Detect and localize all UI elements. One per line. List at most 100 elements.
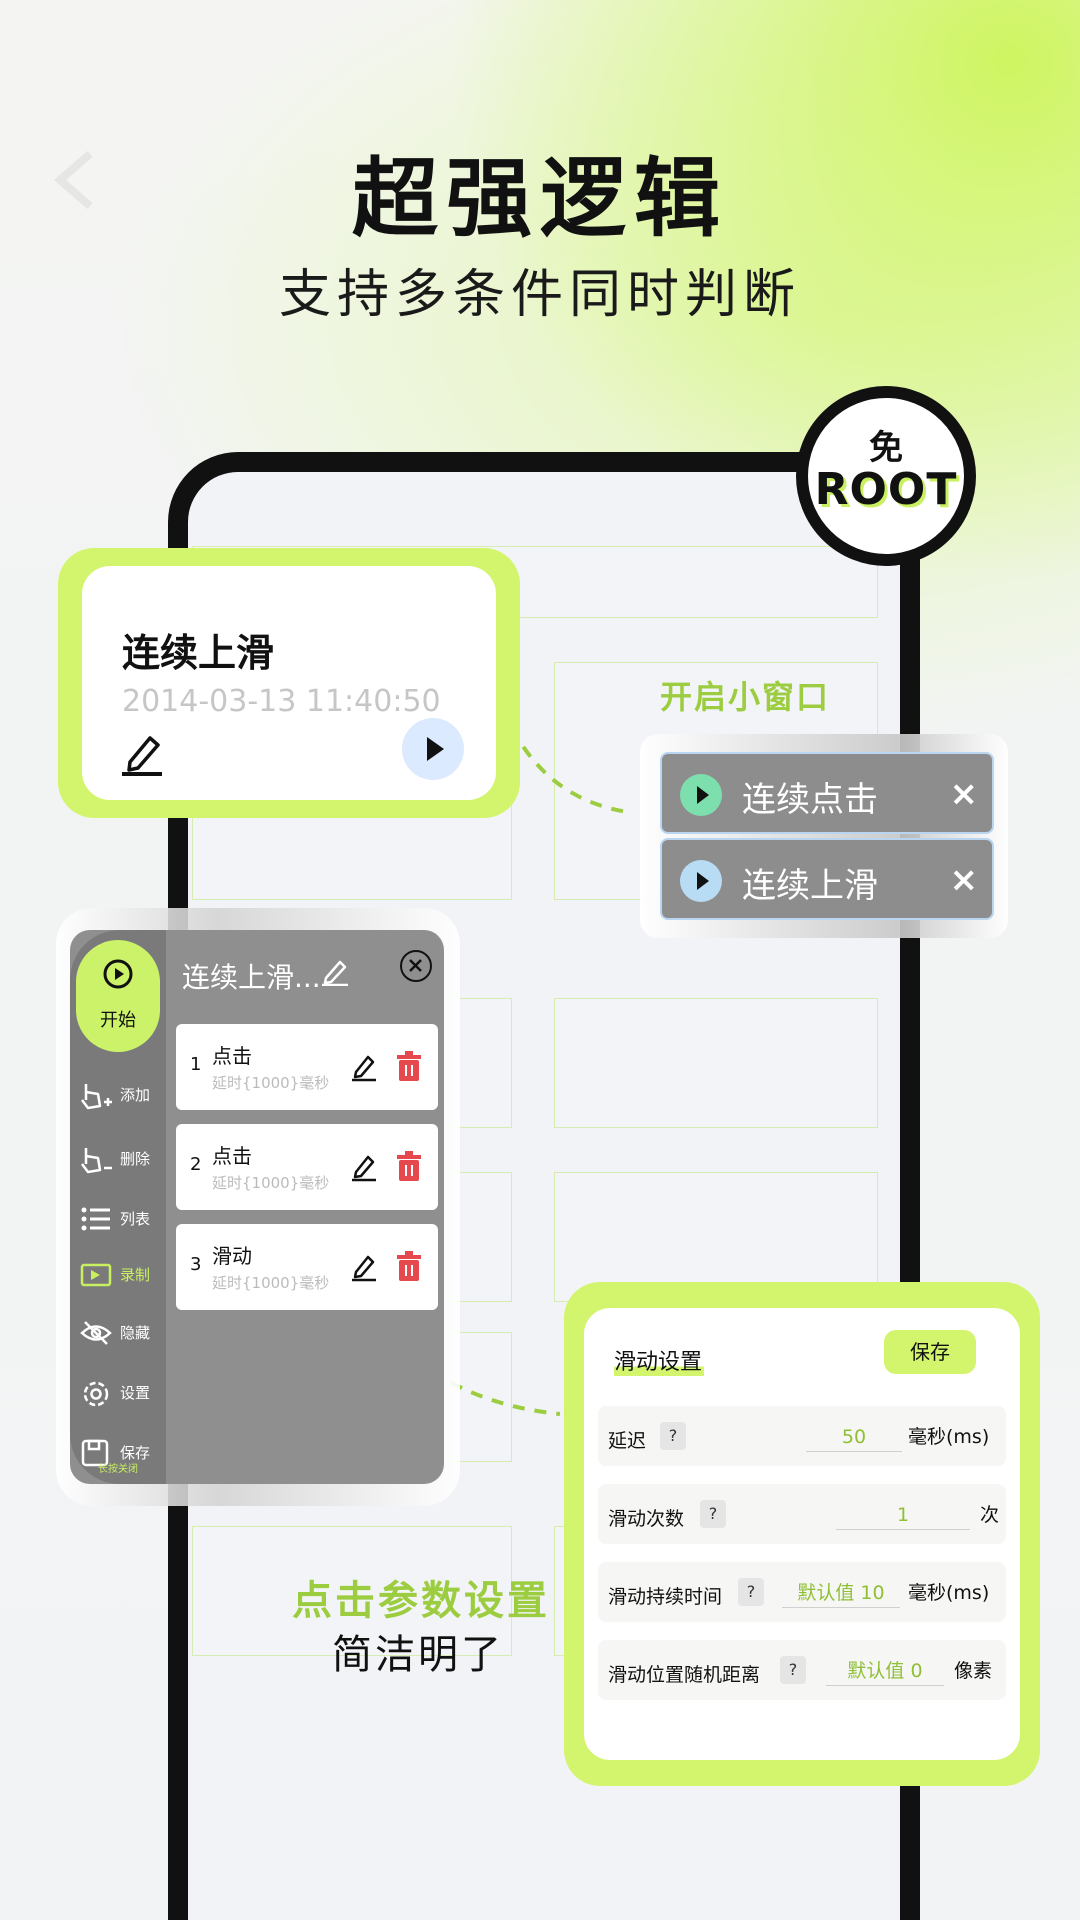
task-card[interactable]: 连续上滑 2014-03-13 11:40:50 bbox=[82, 566, 496, 800]
sidebar-item-add[interactable]: 添加 bbox=[80, 1076, 166, 1116]
floating-toolbar: 开始 添加 删除 bbox=[70, 930, 444, 1484]
close-button[interactable] bbox=[400, 950, 432, 982]
record-icon bbox=[80, 1263, 112, 1287]
list-icon bbox=[81, 1207, 110, 1231]
action-delay: 延时{1000}毫秒 bbox=[212, 1174, 330, 1192]
mini-item-continuous-swipe[interactable]: 连续上滑 × bbox=[660, 838, 994, 920]
mini-item-label: 连续上滑 bbox=[742, 866, 878, 906]
gear-icon bbox=[83, 1381, 109, 1407]
setting-unit: 次 bbox=[980, 1504, 1000, 1526]
slide-settings-panel: 滑动设置 保存 延迟 ? 50 毫秒(ms) 滑动次数 ? 1 次 滑动持续时间… bbox=[584, 1308, 1020, 1760]
badge-line1: 免 bbox=[869, 428, 903, 468]
save-icon bbox=[81, 1439, 109, 1467]
setting-row-swipe-duration: 滑动持续时间 ? 默认值 10 毫秒(ms) bbox=[598, 1562, 1006, 1622]
action-name: 点击 bbox=[212, 1144, 252, 1168]
hand-add-icon bbox=[81, 1084, 112, 1110]
close-icon bbox=[409, 959, 422, 972]
setting-label: 滑动位置随机距离 bbox=[608, 1664, 761, 1686]
setting-label: 延迟 bbox=[608, 1430, 647, 1452]
close-icon[interactable]: × bbox=[949, 774, 979, 814]
click-settings-title: 点击参数设置 bbox=[292, 1578, 550, 1624]
setting-unit: 毫秒(ms) bbox=[908, 1426, 990, 1448]
task-title: 连续上滑 bbox=[122, 631, 275, 675]
setting-label: 滑动持续时间 bbox=[608, 1586, 723, 1608]
hand-remove-icon bbox=[81, 1148, 112, 1174]
swipe-duration-input[interactable]: 默认值 10 bbox=[782, 1578, 900, 1608]
setting-unit: 毫秒(ms) bbox=[908, 1582, 990, 1604]
edit-icon[interactable] bbox=[350, 1152, 378, 1182]
placeholder-box bbox=[554, 998, 878, 1128]
task-datetime: 2014-03-13 11:40:50 bbox=[122, 684, 441, 719]
sidebar-label: 录制 bbox=[120, 1266, 151, 1284]
sidebar-item-save[interactable]: 保存 bbox=[80, 1434, 166, 1474]
long-press-close-hint: 长按关闭 bbox=[98, 1464, 138, 1475]
placeholder-box bbox=[554, 1172, 878, 1302]
mini-window-label: 开启小窗口 bbox=[660, 678, 831, 716]
subheadline: 支持多条件同时判断 bbox=[278, 265, 801, 325]
action-index: 3 bbox=[190, 1254, 202, 1275]
placeholder-box bbox=[192, 1526, 512, 1656]
toolbar-title: 连续上滑... bbox=[182, 961, 321, 994]
trash-icon[interactable] bbox=[396, 1050, 422, 1082]
setting-unit: 像素 bbox=[954, 1660, 993, 1682]
click-settings-subtitle: 简洁明了 bbox=[332, 1632, 504, 1678]
edit-icon[interactable] bbox=[350, 1052, 378, 1082]
trash-icon[interactable] bbox=[396, 1250, 422, 1282]
mini-item-continuous-click[interactable]: 连续点击 × bbox=[660, 752, 994, 834]
sidebar-label: 隐藏 bbox=[120, 1324, 151, 1342]
action-item[interactable]: 2 点击 延时{1000}毫秒 bbox=[176, 1124, 438, 1210]
help-icon[interactable]: ? bbox=[700, 1500, 726, 1528]
no-root-badge: 免 ROOT bbox=[796, 386, 976, 566]
setting-row-random-distance: 滑动位置随机距离 ? 默认值 0 像素 bbox=[598, 1640, 1006, 1700]
trash-icon[interactable] bbox=[396, 1150, 422, 1182]
floating-toolbar-frame: 开始 添加 删除 bbox=[56, 908, 460, 1506]
play-icon bbox=[427, 737, 444, 761]
sidebar-item-list[interactable]: 列表 bbox=[80, 1200, 166, 1240]
sidebar-label: 列表 bbox=[120, 1210, 151, 1228]
action-item[interactable]: 3 滑动 延时{1000}毫秒 bbox=[176, 1224, 438, 1310]
sidebar-item-record[interactable]: 录制 bbox=[80, 1256, 166, 1296]
sidebar-item-delete[interactable]: 删除 bbox=[80, 1140, 166, 1180]
headline: 超强逻辑 bbox=[352, 149, 728, 249]
action-name: 点击 bbox=[212, 1044, 252, 1068]
slide-settings-frame: 滑动设置 保存 延迟 ? 50 毫秒(ms) 滑动次数 ? 1 次 滑动持续时间… bbox=[564, 1282, 1040, 1786]
help-icon[interactable]: ? bbox=[660, 1422, 686, 1450]
slide-settings-title: 滑动设置 bbox=[614, 1344, 705, 1376]
action-delay: 延时{1000}毫秒 bbox=[212, 1274, 330, 1292]
setting-row-swipe-count: 滑动次数 ? 1 次 bbox=[598, 1484, 1006, 1544]
sidebar-item-settings[interactable]: 设置 bbox=[80, 1374, 166, 1414]
save-button[interactable]: 保存 bbox=[884, 1330, 976, 1374]
action-item[interactable]: 1 点击 延时{1000}毫秒 bbox=[176, 1024, 438, 1110]
play-icon[interactable] bbox=[680, 774, 722, 816]
setting-label: 滑动次数 bbox=[608, 1508, 685, 1530]
start-button[interactable]: 开始 bbox=[76, 940, 160, 1052]
play-button[interactable] bbox=[402, 718, 464, 780]
action-delay: 延时{1000}毫秒 bbox=[212, 1074, 330, 1092]
mini-item-label: 连续点击 bbox=[742, 780, 878, 820]
close-icon[interactable]: × bbox=[949, 860, 979, 900]
play-icon[interactable] bbox=[680, 860, 722, 902]
help-icon[interactable]: ? bbox=[780, 1656, 806, 1684]
edit-icon[interactable] bbox=[350, 1252, 378, 1282]
setting-row-delay: 延迟 ? 50 毫秒(ms) bbox=[598, 1406, 1006, 1466]
sidebar-label: 添加 bbox=[120, 1086, 151, 1104]
random-distance-input[interactable]: 默认值 0 bbox=[826, 1656, 944, 1686]
play-circle-icon bbox=[103, 959, 133, 989]
start-label: 开始 bbox=[100, 1010, 136, 1031]
action-name: 滑动 bbox=[212, 1244, 252, 1268]
sidebar-label: 保存 bbox=[120, 1444, 151, 1462]
help-icon[interactable]: ? bbox=[738, 1578, 764, 1606]
edit-icon[interactable] bbox=[320, 956, 350, 986]
task-card-frame: 连续上滑 2014-03-13 11:40:50 bbox=[58, 548, 520, 818]
back-chevron-icon[interactable] bbox=[52, 150, 96, 210]
eye-off-icon bbox=[80, 1321, 112, 1345]
mini-window-panel: 连续点击 × 连续上滑 × bbox=[640, 734, 1008, 938]
edit-icon[interactable] bbox=[120, 730, 166, 776]
sidebar-label: 设置 bbox=[120, 1384, 151, 1402]
action-index: 1 bbox=[190, 1054, 202, 1075]
action-index: 2 bbox=[190, 1154, 202, 1175]
sidebar-item-hide[interactable]: 隐藏 bbox=[80, 1314, 166, 1354]
sidebar-label: 删除 bbox=[120, 1150, 151, 1168]
swipe-count-input[interactable]: 1 bbox=[836, 1500, 970, 1530]
delay-input[interactable]: 50 bbox=[806, 1422, 902, 1452]
